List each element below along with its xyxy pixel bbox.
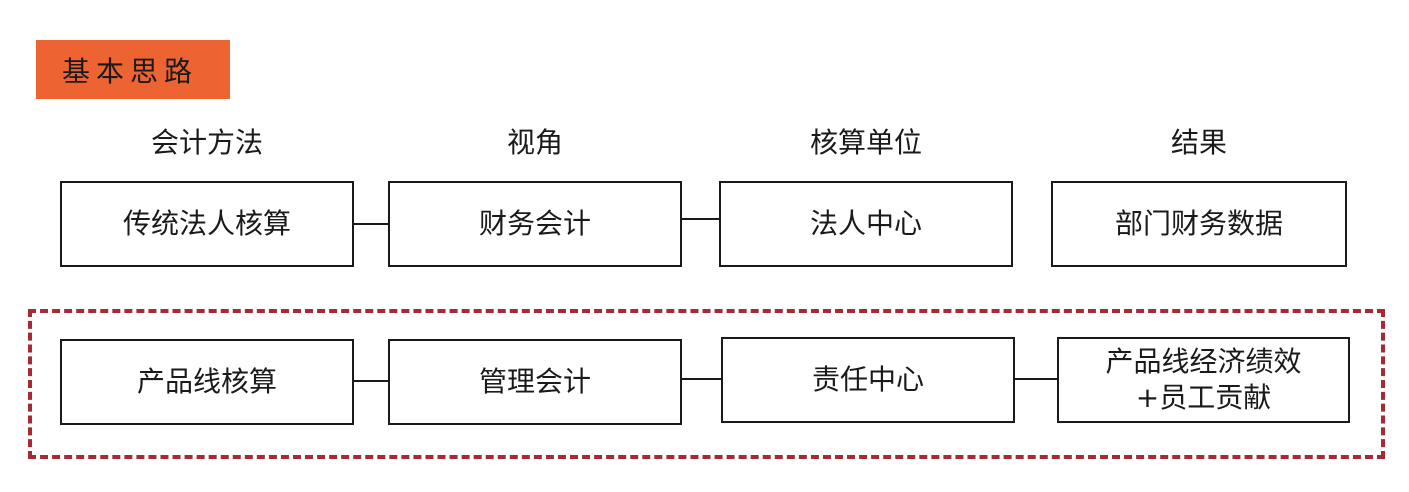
column-header-result: 结果 [1170,126,1227,159]
row1-box-label: 法人中心 [809,207,922,240]
row1-box-accounting-method: 传统法人核算 [60,181,354,267]
row2-connector-3 [1015,378,1057,380]
row2-box-perspective: 管理会计 [388,339,682,425]
column-header-accounting-method: 会计方法 [150,126,263,159]
column-header-accounting-unit: 核算单位 [809,126,922,159]
row1-box-perspective: 财务会计 [388,181,682,267]
row1-box-result: 部门财务数据 [1051,181,1347,267]
row1-connector-1 [354,223,388,225]
row2-connector-1 [354,380,388,382]
row2-box-label: 产品线核算 [136,365,277,398]
highlight-dashed-frame [28,309,1385,459]
section-title-tag: 基本思路 [36,40,230,99]
row1-box-label: 部门财务数据 [1114,207,1283,240]
row1-box-accounting-unit: 法人中心 [719,181,1013,267]
row2-box-result: 产品线经济绩效 +员工贡献 [1057,337,1350,423]
row2-box-label: 产品线经济绩效 +员工贡献 [1105,345,1302,414]
row2-connector-2 [682,378,721,380]
column-header-perspective: 视角 [506,126,563,159]
row1-box-label: 财务会计 [478,207,591,240]
row2-box-accounting-unit: 责任中心 [721,337,1015,423]
row1-box-label: 传统法人核算 [122,207,291,240]
section-title-label: 基本思路 [62,54,199,88]
row2-box-label: 管理会计 [478,365,591,398]
row2-box-label: 责任中心 [811,363,924,396]
row1-connector-2 [682,218,719,220]
row2-box-accounting-method: 产品线核算 [60,339,354,425]
